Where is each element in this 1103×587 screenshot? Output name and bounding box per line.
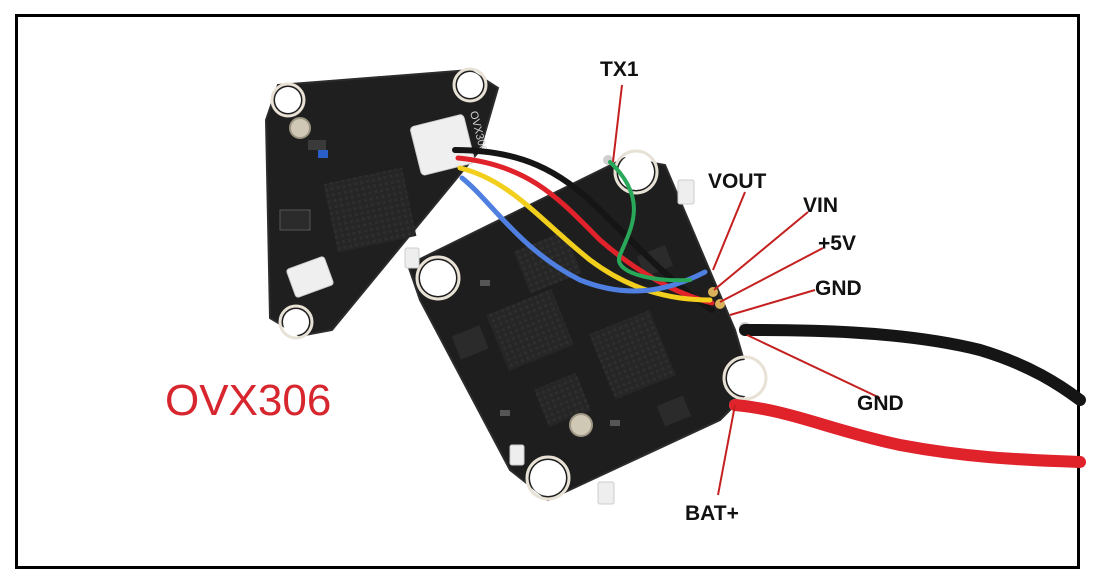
antenna-connector-icon [289,117,311,139]
flight-controller-board [404,149,768,505]
label-tx1: TX1 [600,58,639,81]
leader-lines [612,84,881,496]
wire-red [455,155,715,306]
wire-black [452,147,715,313]
label-gnd-top: GND [815,277,862,300]
pin-labels: TX1 VOUT VIN +5V GND GND BAT+ [600,58,904,525]
power-lead-black [739,324,1086,406]
wire-harness [452,147,1086,468]
label-vout: VOUT [708,170,767,193]
label-vin: VIN [803,194,838,217]
label-batplus: BAT+ [685,502,739,525]
label-plus5v: +5V [818,232,856,255]
wire-green [608,160,692,283]
fc-antenna-connector-icon [569,413,593,437]
power-lead-red [729,399,1086,468]
wire-blue [459,175,708,294]
label-gnd-bottom: GND [857,392,904,415]
wire-yellow [457,165,713,303]
vtx-model-title: OVX306 [165,376,331,425]
